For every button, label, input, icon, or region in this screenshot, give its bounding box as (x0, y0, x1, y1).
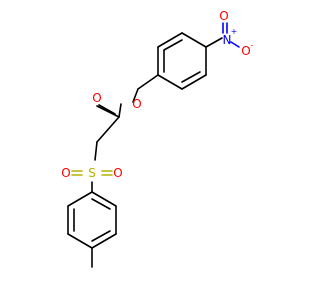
atom-label-o-ester: O (132, 97, 141, 111)
charge-label-o-minus: - (251, 41, 254, 50)
atom-label-o-sulfonyl-right: O (113, 166, 122, 180)
sulfonyl-bonds (71, 170, 113, 193)
atom-label-o-carbonyl: O (92, 91, 101, 105)
atom-label-s-sulfonyl: S (88, 166, 96, 180)
nitro-group (205, 22, 240, 48)
benzyl-ester-linker (94, 74, 159, 161)
atom-label-o-nitro-minus: O (241, 44, 250, 58)
atom-label-n-nitro: N (223, 33, 232, 47)
atom-label-o-sulfonyl-left: O (61, 166, 70, 180)
tolyl-ring (67, 191, 117, 268)
charge-label-n-plus: + (231, 27, 238, 36)
atom-label-o-nitro-top: O (219, 9, 228, 23)
nitrophenyl-ring (157, 32, 207, 90)
molecule-structure: O N + O - O O O S O (61, 9, 254, 268)
